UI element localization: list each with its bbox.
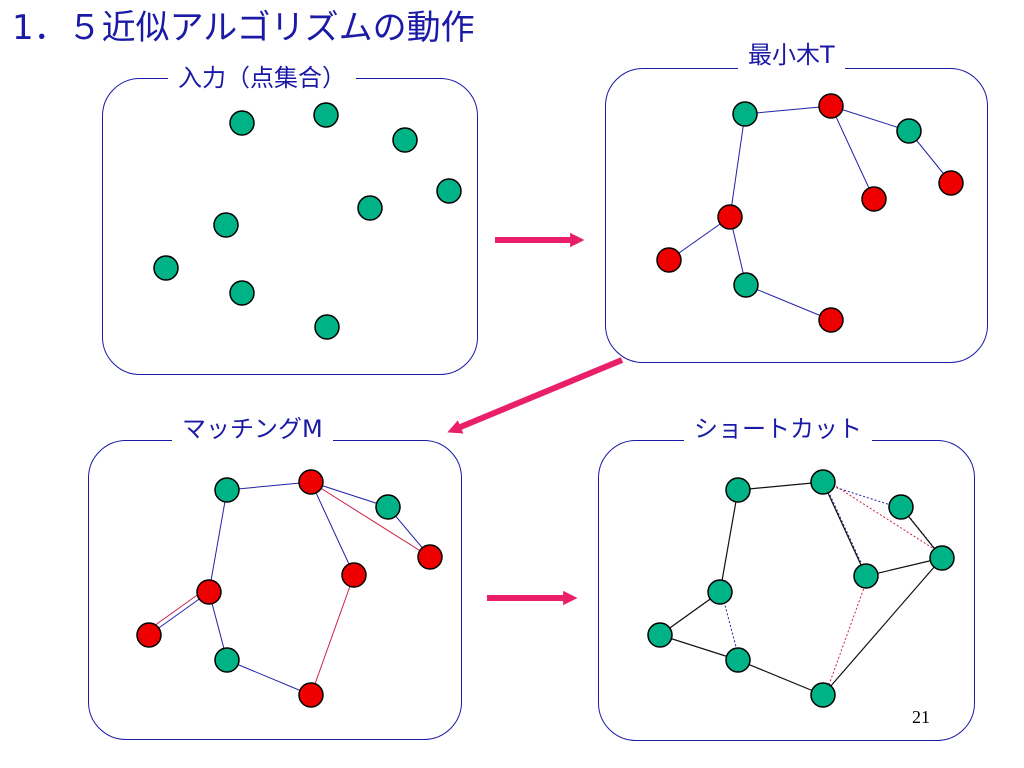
tour-node — [810, 682, 836, 708]
odd-degree-node — [938, 170, 964, 196]
tree-edge — [310, 481, 355, 576]
tour-node — [725, 647, 751, 673]
point-node — [313, 102, 339, 128]
matched-node — [417, 544, 443, 570]
odd-degree-node — [818, 93, 844, 119]
tree-node — [214, 647, 240, 673]
panel-label-mst: 最小木T — [738, 40, 845, 70]
point-node — [213, 212, 239, 238]
tour-edge — [822, 557, 943, 696]
odd-degree-node — [818, 307, 844, 333]
mst-edge — [744, 105, 832, 115]
mst-edge — [830, 105, 875, 200]
tour-node — [853, 563, 879, 589]
even-degree-node — [732, 101, 758, 127]
panel-matching — [88, 440, 462, 740]
tree-edge — [208, 489, 228, 593]
tour-node — [725, 477, 751, 503]
matched-node — [136, 622, 162, 648]
tour-node — [647, 622, 673, 648]
panel-label-input: 入力（点集合） — [168, 63, 356, 93]
point-node — [357, 195, 383, 221]
odd-degree-node — [656, 247, 682, 273]
tree-edge — [226, 481, 312, 491]
matching-edge — [310, 481, 431, 558]
tree-node — [375, 494, 401, 520]
tour-node — [707, 579, 733, 605]
panel-mst — [605, 68, 988, 363]
tour-node — [810, 469, 836, 495]
page-title: 1．５近似アルゴリズムの動作 — [12, 8, 475, 48]
tour-node — [929, 545, 955, 571]
tour-edge — [719, 489, 739, 593]
tour-edge — [737, 659, 824, 696]
panel-label-shortcut: ショートカット — [684, 414, 872, 444]
mst-edge — [830, 105, 910, 132]
tour-edge — [659, 634, 739, 661]
odd-degree-node — [861, 186, 887, 212]
tour-edge — [822, 481, 867, 577]
arrow-diagonal — [447, 357, 624, 434]
panel-shortcut — [598, 440, 975, 741]
mst-edge — [729, 113, 746, 218]
odd-degree-node — [717, 204, 743, 230]
point-node — [229, 110, 255, 136]
point-node — [314, 314, 340, 340]
tour-edge — [737, 481, 824, 491]
tree-edge — [226, 659, 312, 696]
panel-input — [102, 78, 478, 375]
slide-number: 21 — [912, 707, 930, 727]
matched-node — [196, 579, 222, 605]
matching-edge-dotted — [825, 573, 870, 694]
tour-edge — [865, 557, 943, 577]
matching-edge — [310, 574, 355, 696]
point-node — [436, 178, 462, 204]
matching-edge-dotted — [825, 479, 946, 557]
point-node — [229, 280, 255, 306]
mst-edge — [745, 284, 832, 321]
even-degree-node — [896, 118, 922, 144]
original-edge-dotted — [824, 483, 869, 579]
matched-node — [341, 562, 367, 588]
tree-edge — [310, 481, 389, 508]
matched-node — [298, 469, 324, 495]
tree-node — [214, 477, 240, 503]
panel-label-matching: マッチングM — [172, 414, 333, 444]
point-node — [392, 127, 418, 153]
tour-node — [888, 494, 914, 520]
point-node — [153, 255, 179, 281]
even-degree-node — [733, 272, 759, 298]
matched-node — [298, 682, 324, 708]
